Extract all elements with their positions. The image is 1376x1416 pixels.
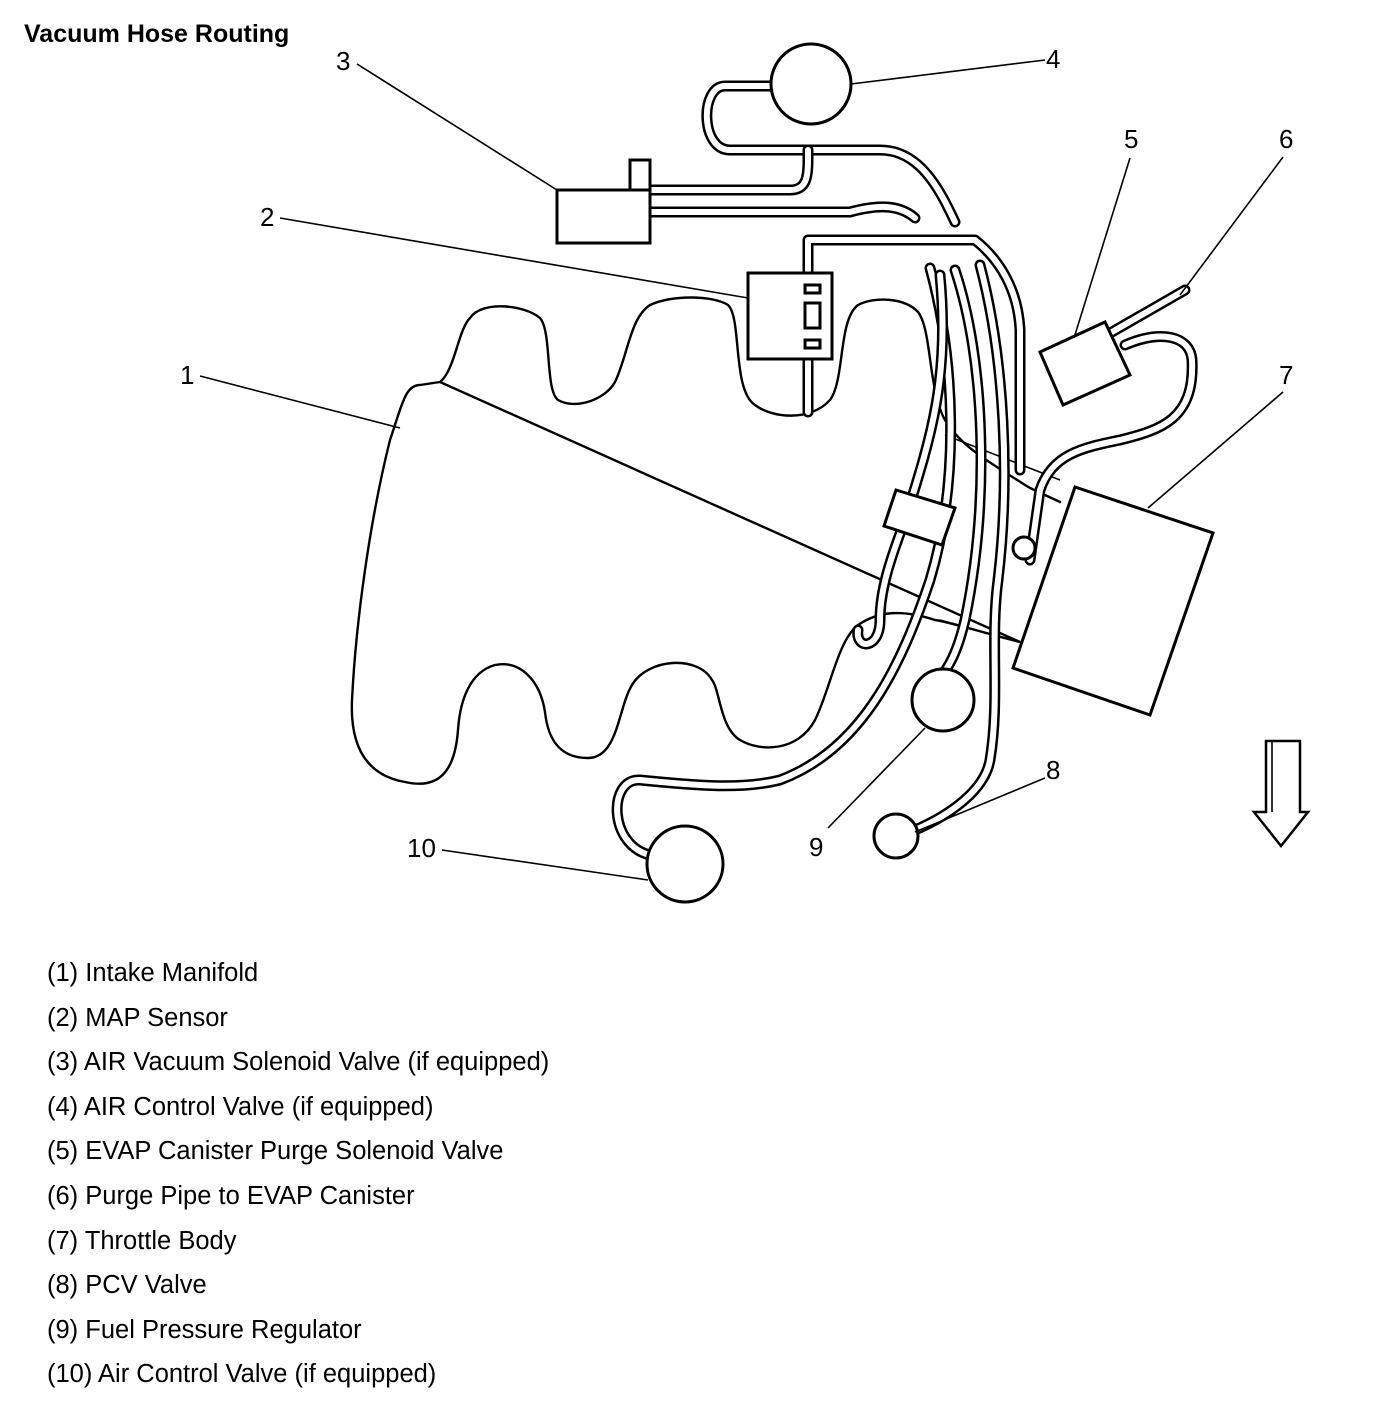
callout-4: 4	[1046, 44, 1060, 74]
legend-item: (8) PCV Valve	[47, 1271, 207, 1300]
map-sensor	[746, 271, 834, 361]
callout-5: 5	[1124, 124, 1138, 154]
pcv-valve	[872, 812, 920, 860]
callout-labels: 1 2 3 4 5 6 7 8 9 10	[180, 44, 1293, 863]
diagram-title: Vacuum Hose Routing	[24, 20, 290, 48]
callout-10: 10	[407, 833, 436, 863]
legend-item: (4) AIR Control Valve (if equipped)	[47, 1092, 434, 1121]
callout-9: 9	[809, 832, 823, 862]
leader-lines	[199, 59, 1284, 881]
callout-6: 6	[1279, 124, 1293, 154]
throttle-body	[1011, 485, 1215, 717]
legend-item: (3) AIR Vacuum Solenoid Valve (if equipp…	[47, 1048, 550, 1077]
air-vacuum-solenoid-valve	[555, 158, 652, 245]
fuel-pressure-regulator	[910, 667, 976, 733]
hose-fitting	[1011, 535, 1037, 561]
arrow-down-icon	[1251, 739, 1311, 849]
legend-item: (7) Throttle Body	[47, 1226, 237, 1255]
callout-1: 1	[180, 360, 194, 390]
legend-item: (5) EVAP Canister Purge Solenoid Valve	[47, 1137, 504, 1166]
air-control-valve-4	[769, 42, 853, 126]
callout-2: 2	[260, 202, 274, 232]
evap-purge-solenoid-valve	[1038, 320, 1133, 407]
air-control-valve-10	[645, 824, 725, 904]
legend-item: (2) MAP Sensor	[47, 1003, 228, 1032]
callout-8: 8	[1046, 755, 1060, 785]
legend-list: (1) Intake Manifold (2) MAP Sensor (3) A…	[47, 955, 549, 1401]
callout-7: 7	[1279, 360, 1293, 390]
legend-item: (6) Purge Pipe to EVAP Canister	[47, 1181, 415, 1210]
legend-item: (1) Intake Manifold	[47, 959, 259, 987]
vacuum-hoses	[611, 80, 1198, 861]
intake-manifold	[350, 296, 1062, 785]
legend-item: (10) Air Control Valve (if equipped)	[47, 1360, 437, 1389]
legend-item: (9) Fuel Pressure Regulator	[47, 1315, 362, 1344]
vacuum-hose-diagram: 1 2 3 4 5 6 7 8 9 10	[180, 42, 1311, 904]
hose-clamp	[882, 488, 957, 547]
callout-3: 3	[336, 46, 350, 76]
